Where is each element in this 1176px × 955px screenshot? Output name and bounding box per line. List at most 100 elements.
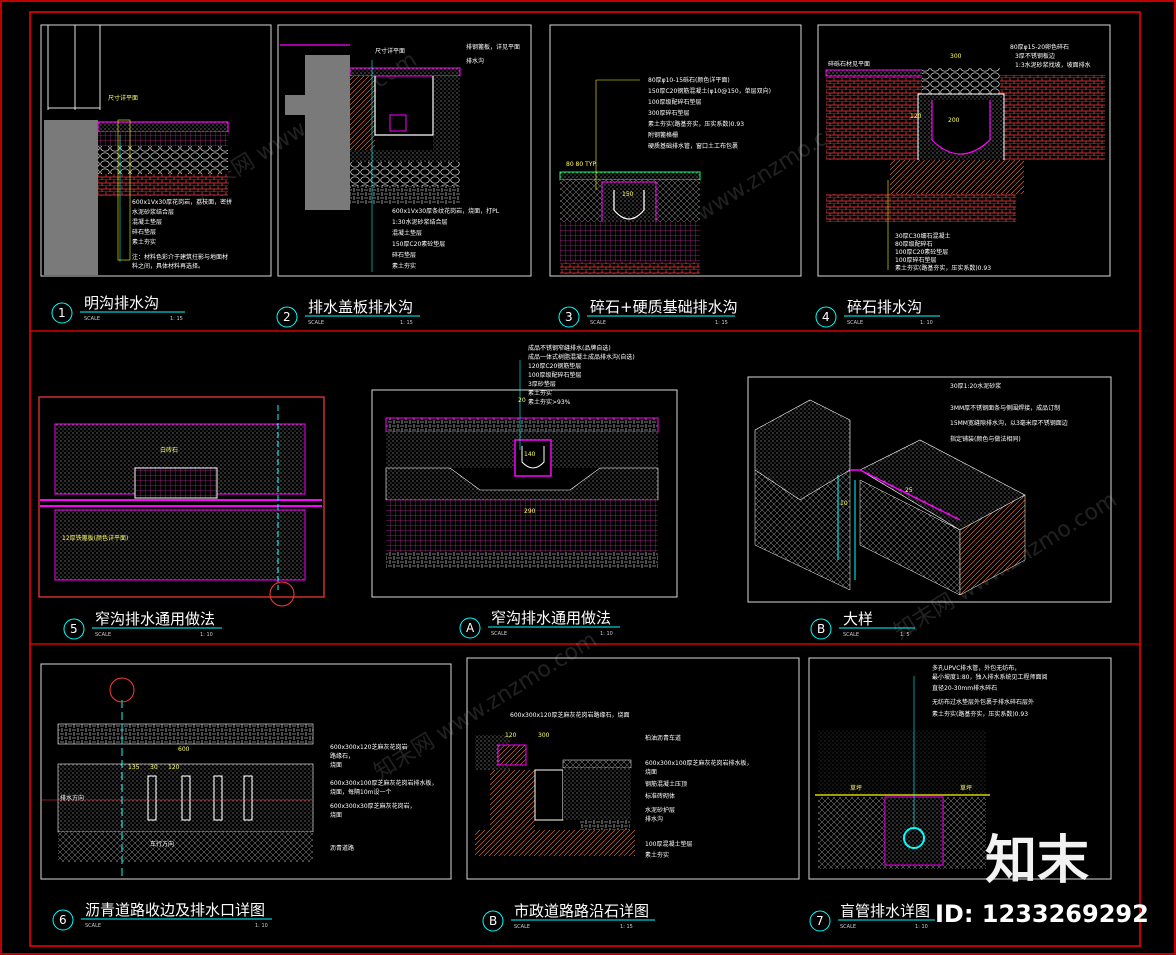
panel-5-title-text: 窄沟排水通用做法 [95, 610, 215, 628]
panel-2-number: 2 [283, 310, 291, 324]
p3-dim-1: 80 80 TYP. [566, 161, 597, 168]
p6-note-3: 烧面 [330, 761, 342, 769]
panel-4-frame [817, 24, 1111, 277]
p3-note-1: 80厚φ10-15砾石(颜色详平面) [648, 76, 730, 84]
pb2-dim-2: 300 [538, 732, 550, 739]
panel-3-frame [549, 24, 802, 277]
panel-3-scale-label: SCALE [590, 320, 606, 326]
panel-2-title-text: 排水盖板排水沟 [308, 298, 413, 316]
p2-note-4: 600x1Vx30厚条纹花岗岩，烧面，打PL [392, 207, 500, 215]
p6-note-2: 路缘石， [330, 752, 354, 760]
pa-note-4: 100厚级配碎石垫层 [528, 371, 581, 379]
panel-1-title-text: 明沟排水沟 [84, 294, 159, 312]
p4-note-2: 3厚不锈钢板边 [1015, 52, 1055, 60]
panel-5-scale: 1: 10 [200, 632, 213, 638]
p6-note-9: 排水方向 [60, 794, 84, 802]
p5-note-1: 白砖石 [160, 446, 178, 454]
panel-6-title: 6 沥青道路收边及排水口详图 SCALE 1: 10 [52, 901, 272, 931]
panel-3-section [559, 79, 701, 274]
panel-b2-scale-label: SCALE [514, 924, 530, 930]
pb-note-3: 15MM宽缝隙排水沟，以3毫米厚不锈钢面边 [950, 419, 1068, 427]
brand-logo-text: 知末 [985, 831, 1089, 891]
panel-4-section [825, 68, 1105, 270]
panel-1-section [44, 25, 229, 275]
p6-note-8: 沥青道路 [330, 844, 354, 852]
pb2-note-4: 烧面 [645, 768, 657, 776]
p4-dim-1: 300 [950, 53, 962, 60]
panel-7-number: 7 [816, 914, 824, 928]
image-id-label: ID: 1233269292 [935, 900, 1149, 928]
p7-note-5: 素土夯实(路基夯实，压实系数)0.93 [932, 710, 1028, 718]
pb2-note-8: 排水沟 [645, 815, 663, 823]
p7-note-7: 草坪 [960, 784, 972, 792]
pb-dim-2: 25 [905, 487, 913, 494]
panel-b-number: B [817, 622, 825, 636]
panel-a-scale-label: SCALE [491, 631, 507, 637]
p2-note-2: 排钢篦板，详见平面 [466, 43, 520, 51]
p7-note-2: 最小坡度1:80，独入排水系统见工程师面阅 [932, 673, 1047, 681]
p1-note-1: 尺寸详平面 [108, 94, 138, 102]
panel-b2-title: B 市政道路路沿石详图 SCALE 1: 15 [482, 902, 655, 932]
pb2-note-5: 钢筋混凝土压顶 [645, 780, 687, 788]
panel-2-frame [277, 24, 532, 277]
panel-b2-number: B [489, 914, 497, 928]
panel-a-number: A [466, 621, 475, 635]
panel-4-title-text: 碎石排水沟 [847, 298, 922, 316]
p2-note-3: 排水沟 [466, 57, 484, 65]
panel-7-frame [808, 657, 1112, 880]
p4-note-6: 80厚级配碎石 [895, 240, 933, 248]
p6-dim-4: 120 [168, 764, 180, 771]
detail-panel-a: 成品不锈钢窄缝排水(品牌自选) 成品一体式树脂混凝土成品排水沟(自选) 120厚… [371, 344, 678, 639]
panel-3-title: 3 碎石+硬质基础排水沟 SCALE 1: 15 [558, 298, 738, 328]
panel-a-section [385, 360, 659, 568]
panel-6-frame [40, 663, 452, 880]
detail-panel-6: 600x300x120芝麻灰花岗岩 路缘石， 烧面 600x300x100厚芝麻… [40, 663, 452, 931]
p6-dim-2: 135 [128, 764, 140, 771]
panel-6-scale: 1: 10 [255, 923, 268, 929]
pa-note-6: 素土夯实 [528, 389, 552, 397]
panel-3-scale: 1: 15 [715, 320, 728, 326]
pb2-note-6: 标准砖砌体 [645, 792, 675, 800]
panel-b-scale: 1: 5 [900, 632, 910, 638]
pb-note-2: 3MM厚不锈钢面条与侧围焊接，成品订制 [950, 404, 1060, 412]
panel-b2-frame [466, 657, 800, 880]
detail-panel-3: 80厚φ10-15砾石(颜色详平面) 150厚C20钢筋混凝土(φ10@150，… [549, 24, 802, 328]
pb2-note-10: 素土夯实 [645, 851, 669, 859]
pb2-note-9: 100厚混凝土垫层 [645, 840, 692, 848]
p6-note-1: 600x300x120芝麻灰花岗岩 [330, 743, 407, 751]
detail-panel-4: 80厚φ15-20卵色碎石 3厚不锈钢板边 1:3水泥砂浆找坡，坡面排水 碎砾石… [815, 24, 1111, 328]
panel-3-title-text: 碎石+硬质基础排水沟 [590, 298, 738, 316]
pa-note-2: 成品一体式树脂混凝土成品排水沟(自选) [528, 353, 635, 361]
pb2-note-3: 600x300x100厚芝麻灰花岗岩排水板， [645, 759, 752, 767]
pb-note-4: 指定铺装(颜色与做法相同) [950, 435, 1021, 443]
detail-panel-1: 尺寸详平面 600x1Vx30厚花岗岩，荔枝面，密拼 水泥砂浆结合层 混凝土垫层… [40, 24, 272, 324]
p7-note-6: 草坪 [850, 784, 862, 792]
panel-7-section [815, 676, 990, 869]
p2-note-1: 尺寸详平面 [375, 47, 405, 55]
p4-note-3: 1:3水泥砂浆找坡，坡面排水 [1015, 61, 1091, 69]
p5-note-2: 12厚铁篦板(颜色详平面) [62, 534, 128, 542]
p4-note-4: 碎砾石材见平面 [828, 60, 870, 68]
panel-3-number: 3 [565, 310, 573, 324]
p1-note-7: 注：材料色彩介于建筑拄影与地面材 [132, 253, 228, 261]
panel-7-scale: 1: 10 [915, 924, 928, 930]
p3-note-3: 100厚级配碎石垫层 [648, 98, 701, 106]
panel-2-scale: 1: 15 [400, 320, 413, 326]
pb2-note-7: 水泥砂护层 [645, 806, 675, 814]
pa-note-1: 成品不锈钢窄缝排水(品牌自选) [528, 344, 611, 352]
panel-b-scale-label: SCALE [843, 632, 859, 638]
panel-b-title: B 大样 SCALE 1: 5 [810, 610, 915, 640]
p7-note-3: 直径20-30mm排水碎石 [932, 684, 997, 692]
pa-dim-2: 290 [524, 508, 536, 515]
panel-5-scale-label: SCALE [95, 632, 111, 638]
panel-b2-section [475, 735, 635, 856]
p6-dim-3: 30 [150, 764, 158, 771]
panel-a-scale: 1: 10 [600, 631, 613, 637]
panel-a-title-text: 窄沟排水通用做法 [491, 609, 611, 627]
pb2-note-2: 柏油沥青车道 [645, 734, 681, 742]
p3-dim-2: 150 [622, 191, 634, 198]
panel-1-title: 1 明沟排水沟 SCALE 1: 15 [51, 294, 185, 324]
panel-1-number: 1 [58, 306, 66, 320]
pb2-dim-1: 120 [505, 732, 517, 739]
panel-b2-scale: 1: 15 [620, 924, 633, 930]
